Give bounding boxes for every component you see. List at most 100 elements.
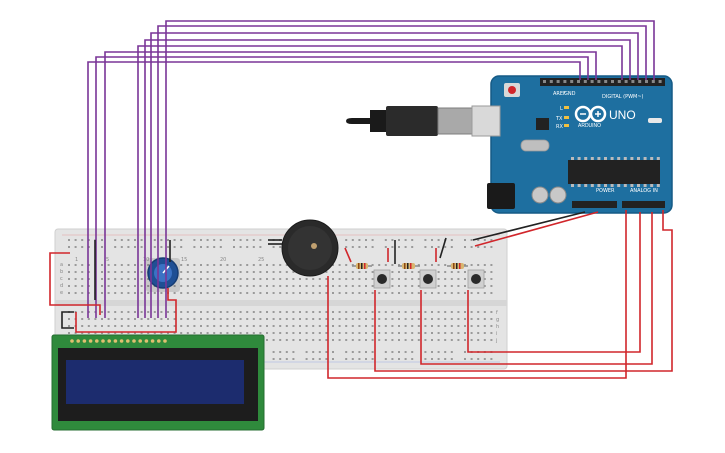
hole bbox=[450, 246, 453, 248]
hole bbox=[332, 292, 334, 294]
hole bbox=[424, 339, 427, 341]
hole bbox=[81, 318, 84, 320]
hole bbox=[279, 325, 282, 327]
hole bbox=[233, 325, 235, 327]
hole bbox=[345, 264, 348, 266]
hole bbox=[358, 332, 361, 334]
hole bbox=[411, 278, 414, 280]
hole bbox=[477, 332, 480, 334]
hole bbox=[358, 246, 361, 248]
hole bbox=[147, 292, 150, 294]
hole bbox=[266, 264, 268, 266]
hole bbox=[219, 239, 222, 241]
hole bbox=[147, 311, 150, 313]
wire-purple-6 bbox=[150, 32, 639, 318]
hole bbox=[305, 318, 308, 320]
hole bbox=[81, 311, 84, 313]
hole bbox=[81, 285, 84, 287]
hole bbox=[391, 351, 394, 353]
hole bbox=[431, 325, 433, 327]
hole bbox=[160, 325, 163, 327]
hole bbox=[656, 184, 660, 187]
hole bbox=[464, 264, 466, 266]
hole bbox=[219, 318, 222, 320]
hole bbox=[101, 292, 103, 294]
hole bbox=[483, 246, 486, 248]
hole bbox=[398, 311, 400, 313]
hole bbox=[246, 325, 249, 327]
column-number: 25 bbox=[258, 257, 264, 263]
hole bbox=[285, 264, 288, 266]
hole bbox=[114, 271, 117, 273]
hole bbox=[127, 325, 130, 327]
hole bbox=[365, 239, 367, 241]
hole bbox=[325, 332, 328, 334]
onboard-component bbox=[648, 118, 662, 123]
hole bbox=[464, 311, 466, 313]
hole bbox=[444, 271, 447, 273]
hole bbox=[391, 311, 394, 313]
hole bbox=[464, 358, 466, 360]
pushbutton-1[interactable] bbox=[373, 269, 391, 289]
hole bbox=[391, 339, 394, 341]
hole bbox=[120, 325, 123, 327]
hole bbox=[490, 264, 493, 266]
hole bbox=[404, 332, 407, 334]
hole bbox=[180, 292, 183, 294]
hole bbox=[167, 318, 169, 320]
hole bbox=[332, 278, 334, 280]
hole bbox=[140, 332, 143, 334]
hole bbox=[345, 292, 348, 294]
hole bbox=[140, 271, 143, 273]
hole bbox=[638, 80, 642, 83]
hole bbox=[107, 332, 110, 334]
hole bbox=[259, 285, 262, 287]
hole bbox=[107, 325, 110, 327]
hole bbox=[305, 311, 308, 313]
digital-label: DIGITAL (PWM~) bbox=[602, 94, 644, 100]
resistor-2 bbox=[398, 263, 420, 269]
hole bbox=[200, 325, 202, 327]
hole bbox=[604, 157, 607, 160]
hole bbox=[450, 339, 453, 341]
hole bbox=[477, 311, 480, 313]
hole bbox=[338, 339, 341, 341]
hole bbox=[259, 332, 262, 334]
hole bbox=[571, 157, 574, 160]
hole bbox=[173, 332, 176, 334]
hole bbox=[127, 246, 130, 248]
hole bbox=[246, 264, 249, 266]
hole bbox=[358, 271, 361, 273]
hole bbox=[483, 271, 486, 273]
wire-purple-5 bbox=[144, 39, 631, 318]
hole bbox=[450, 292, 453, 294]
led-tx bbox=[564, 116, 569, 119]
hole bbox=[193, 285, 196, 287]
pushbutton-3[interactable] bbox=[467, 269, 485, 289]
hole bbox=[305, 292, 308, 294]
hole bbox=[483, 358, 486, 360]
hole bbox=[107, 278, 110, 280]
hole bbox=[299, 339, 301, 341]
hole bbox=[101, 278, 103, 280]
hole bbox=[127, 264, 130, 266]
hole bbox=[252, 325, 255, 327]
hole bbox=[358, 339, 361, 341]
hole bbox=[246, 332, 249, 334]
hole bbox=[365, 292, 367, 294]
hole bbox=[68, 264, 70, 266]
hole bbox=[120, 271, 123, 273]
wire-red-10 bbox=[467, 212, 641, 353]
hole bbox=[134, 285, 136, 287]
hole bbox=[398, 351, 400, 353]
hole bbox=[365, 246, 367, 248]
hole bbox=[186, 311, 189, 313]
row-letter: j bbox=[495, 338, 497, 344]
arduino-uno: DIGITAL (PWM~) AREF GND UNO ARDUINO L TX… bbox=[487, 75, 673, 214]
pushbutton-2[interactable] bbox=[419, 269, 437, 289]
hole bbox=[325, 318, 328, 320]
hole bbox=[246, 278, 249, 280]
lcd-pin bbox=[132, 339, 136, 343]
hole bbox=[371, 358, 374, 360]
hole bbox=[444, 278, 447, 280]
